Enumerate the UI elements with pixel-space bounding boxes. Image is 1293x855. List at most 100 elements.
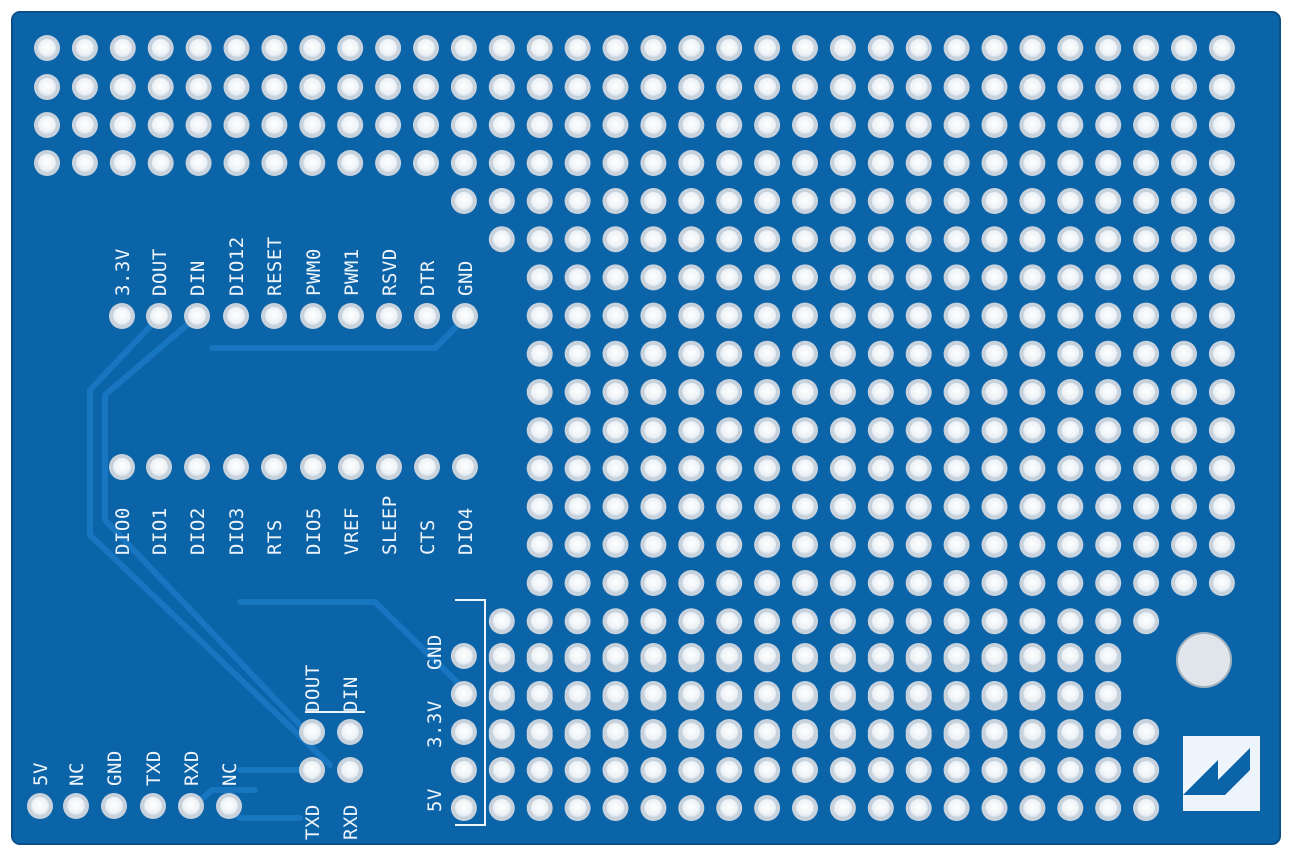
copper-traces <box>87 315 468 821</box>
pad-hole <box>109 112 136 138</box>
pad-hole <box>943 379 970 405</box>
pad-hole <box>526 74 553 100</box>
pad-hole <box>981 719 1008 745</box>
power-3v3-label: 3.3V <box>424 700 446 748</box>
xbee-top-label: DIO12 <box>226 236 248 296</box>
pad-hole <box>640 795 667 821</box>
pad-hole <box>1019 719 1046 745</box>
pad-hole <box>526 226 553 253</box>
pad-hole <box>71 35 98 61</box>
pad-hole <box>1133 379 1160 405</box>
xbee-bottom-pin <box>109 454 135 480</box>
xbee-bottom-label: CTS <box>417 519 439 555</box>
xbee-top-label: 3.3V <box>112 248 134 296</box>
xbee-top-label: DIN <box>187 260 209 296</box>
pad-hole <box>526 570 553 596</box>
pad-hole <box>602 150 629 176</box>
pad-hole <box>716 643 743 669</box>
pad-hole <box>792 719 818 745</box>
pad-hole <box>488 719 515 745</box>
pad-hole <box>829 226 856 253</box>
pad-hole <box>185 112 212 138</box>
pad-hole <box>602 302 629 329</box>
xbee-top-pin <box>376 303 402 329</box>
pad-hole <box>1208 417 1235 444</box>
pad-hole <box>792 681 818 707</box>
pad-hole <box>943 188 970 214</box>
pad-hole <box>678 74 705 100</box>
pad-hole <box>792 795 818 821</box>
pad-hole <box>450 719 477 745</box>
pad-hole <box>1057 379 1084 405</box>
pad-hole <box>716 340 743 367</box>
pad-hole <box>716 795 743 821</box>
pad-hole <box>640 74 667 100</box>
pad-hole <box>1133 455 1160 482</box>
pad-hole <box>640 188 667 214</box>
pad-hole <box>829 150 856 176</box>
pad-hole <box>640 719 667 745</box>
pad-hole <box>1019 417 1046 444</box>
pad-hole <box>1133 719 1160 745</box>
pad-hole <box>413 35 439 61</box>
pad-hole <box>1171 226 1197 253</box>
pad-hole <box>1019 643 1046 669</box>
pad-hole <box>905 379 932 405</box>
pad-hole <box>640 681 667 707</box>
pad-hole <box>223 112 250 138</box>
pad-hole <box>526 264 553 291</box>
pad-hole <box>678 150 705 176</box>
pad-hole <box>867 417 894 444</box>
xbee-bottom-pin <box>223 454 249 480</box>
pad-hole <box>1095 379 1122 405</box>
xbee-top-pin <box>452 303 478 329</box>
pad-hole <box>1208 340 1235 367</box>
pad-hole <box>526 417 553 444</box>
pad-hole <box>640 264 667 291</box>
pad-hole <box>754 493 781 520</box>
pad-hole <box>564 264 591 291</box>
ftdi-pin <box>216 793 242 819</box>
pad-hole <box>299 150 326 176</box>
pad-hole <box>450 681 477 707</box>
pad-hole <box>905 570 932 596</box>
pad-hole <box>716 302 743 329</box>
pad-hole <box>1019 795 1046 821</box>
pad-hole <box>1133 112 1160 138</box>
pad-hole <box>185 150 212 176</box>
pad-hole <box>526 643 553 669</box>
ftdi-pin <box>27 793 53 819</box>
pad-hole <box>602 719 629 745</box>
pad-hole <box>981 608 1008 635</box>
pad-hole <box>981 417 1008 444</box>
pad-hole <box>943 74 970 100</box>
xbee-bottom-label: DIO4 <box>455 507 477 555</box>
pad-hole <box>526 455 553 482</box>
pad-hole <box>1133 340 1160 367</box>
pad-hole <box>867 493 894 520</box>
pad-hole <box>716 379 743 405</box>
pad-hole <box>943 302 970 329</box>
pad-hole <box>792 188 818 214</box>
pad-hole <box>716 150 743 176</box>
ftdi-label: NC <box>219 762 241 786</box>
pad-hole <box>1019 340 1046 367</box>
pad-hole <box>1095 188 1122 214</box>
pad-hole <box>1095 608 1122 635</box>
pad-hole <box>943 570 970 596</box>
pad-hole <box>1095 531 1122 558</box>
pad-hole <box>337 74 364 100</box>
pad-hole <box>1095 643 1122 669</box>
pad-hole <box>1171 570 1197 596</box>
pad-hole <box>867 795 894 821</box>
pad-hole <box>261 74 288 100</box>
pad-hole <box>299 74 326 100</box>
pad-hole <box>867 74 894 100</box>
pad-hole <box>867 570 894 596</box>
pad-hole <box>905 264 932 291</box>
xbee-bottom-pin <box>261 454 287 480</box>
pad-hole <box>829 417 856 444</box>
pad-hole <box>564 608 591 635</box>
pad-hole <box>1133 188 1160 214</box>
pad-hole <box>147 112 174 138</box>
